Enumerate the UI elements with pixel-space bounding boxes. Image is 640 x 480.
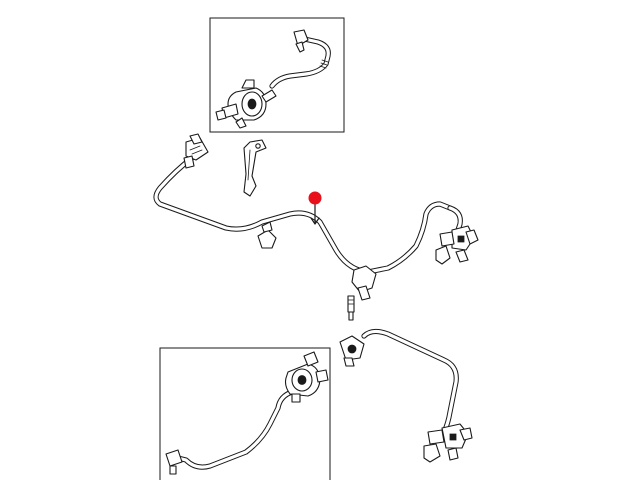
detail-inset-bottom <box>159 347 331 480</box>
inset-top-hose <box>269 35 331 89</box>
inset-top-end-connector <box>293 29 309 53</box>
inset-frame-top <box>209 17 345 133</box>
inset-bottom-hose <box>175 389 295 470</box>
lower-upper-connector <box>339 335 365 367</box>
callout-marker-dot[interactable] <box>308 191 322 205</box>
mounting-bracket <box>243 139 267 197</box>
inset-top-hose-clip <box>319 59 329 69</box>
left-end-connector <box>183 133 209 169</box>
inset-top-valve <box>215 79 277 129</box>
right-connector-group <box>435 205 479 265</box>
callout-1 <box>308 191 322 225</box>
tube-clip-left <box>257 221 277 249</box>
tube-clip-center <box>351 265 377 301</box>
main-tube <box>153 155 453 275</box>
detail-inset-top <box>209 17 345 133</box>
inset-bottom-end-connector <box>165 449 183 475</box>
lower-right-connector-group <box>423 423 473 463</box>
main-tube-assembly <box>153 133 479 301</box>
inset-frame-bottom <box>159 347 331 480</box>
lower-tube-assembly <box>339 328 473 463</box>
check-valve-pin <box>347 295 355 321</box>
lower-tube <box>361 328 459 435</box>
inset-bottom-valve <box>284 351 329 403</box>
